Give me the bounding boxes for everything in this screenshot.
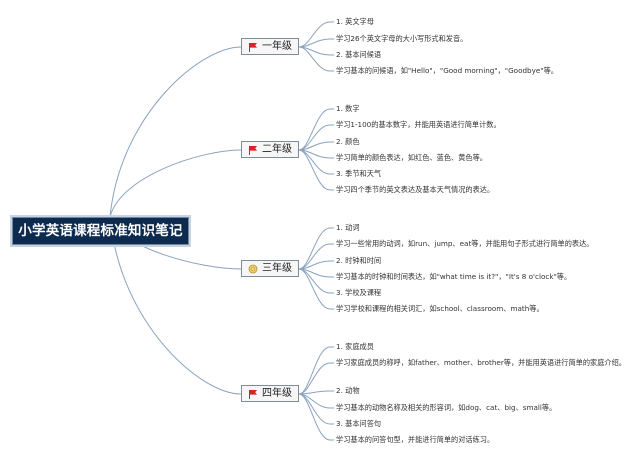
list-item[interactable]: 学习基本的问候语，如"Hello"，"Good morning"，"Goodby… [336, 66, 558, 75]
list-item[interactable]: 学习四个季节的英文表达及基本天气情况的表达。 [336, 185, 495, 194]
list-item[interactable]: 学习26个英文字母的大小写形式和发音。 [336, 34, 468, 43]
list-item[interactable]: 3. 季节和天气 [336, 169, 382, 178]
root-branch-line [109, 46, 242, 218]
root-title: 小学英语课程标准知识笔记 [18, 223, 183, 239]
grade-topic-3[interactable]: 三年级 [241, 260, 299, 277]
list-item[interactable]: 学习简单的颜色表达，如红色、蓝色、黄色等。 [336, 153, 487, 162]
root-branch-line [109, 216, 242, 395]
item-branch-line [298, 393, 331, 441]
red-flag-icon [248, 145, 258, 155]
grade-topic-2[interactable]: 二年级 [241, 141, 299, 158]
grade-topic-1[interactable]: 一年级 [241, 38, 299, 55]
list-item[interactable]: 学习家庭成员的称呼，如father、mother、brother等，并能用英语进… [336, 358, 626, 367]
item-branch-line [298, 346, 331, 395]
list-item[interactable]: 1. 数字 [336, 104, 360, 113]
item-branch-line [298, 243, 331, 270]
list-item[interactable]: 学习基本的时钟和时间表达，如"what time is it?"，"It's 8… [336, 272, 572, 281]
list-item[interactable]: 学习基本的动物名称及相关的形容词，如dog、cat、big、small等。 [336, 403, 557, 412]
grade-label: 二年级 [262, 144, 292, 155]
list-item[interactable]: 2. 颜色 [336, 137, 360, 146]
item-branch-line [298, 46, 331, 72]
grade-label: 四年级 [262, 388, 292, 399]
list-item[interactable]: 学习一些常用的动词，如run、jump、eat等，并能用句子形式进行简单的表达。 [336, 239, 594, 248]
list-item[interactable]: 1. 英文字母 [336, 17, 374, 26]
item-branch-line [298, 227, 331, 270]
red-flag-icon [248, 42, 258, 52]
grade-label: 一年级 [262, 41, 292, 52]
item-branch-line [298, 268, 331, 310]
list-item[interactable]: 3. 学校及课程 [336, 288, 382, 297]
grade-label: 三年级 [262, 263, 292, 274]
list-item[interactable]: 3. 基本问答句 [336, 419, 382, 428]
list-item[interactable]: 学习1-100的基本数字，并能用英语进行简单计数。 [336, 120, 501, 129]
gold-medal-icon [248, 264, 258, 274]
list-item[interactable]: 2. 时钟和时间 [336, 256, 382, 265]
item-branch-line [298, 362, 331, 395]
item-branch-line [298, 268, 331, 294]
root-topic[interactable]: 小学英语课程标准知识笔记 [12, 217, 189, 245]
list-item[interactable]: 学习学校和课程的相关词汇，如school、classroom、math等。 [336, 304, 544, 313]
red-flag-icon [248, 389, 258, 399]
list-item[interactable]: 1. 家庭成员 [336, 342, 374, 351]
item-branch-line [298, 149, 331, 191]
root-branch-line [109, 149, 242, 218]
grade-topic-4[interactable]: 四年级 [241, 385, 299, 402]
item-branch-line [298, 124, 331, 151]
list-item[interactable]: 2. 动物 [336, 386, 360, 395]
item-branch-line [298, 149, 331, 175]
item-branch-line [298, 21, 331, 48]
list-item[interactable]: 1. 动词 [336, 223, 360, 232]
list-item[interactable]: 2. 基本问候语 [336, 50, 382, 59]
item-branch-line [298, 108, 331, 151]
list-item[interactable]: 学习基本的问答句型，并能进行简单的对话练习。 [336, 435, 495, 444]
